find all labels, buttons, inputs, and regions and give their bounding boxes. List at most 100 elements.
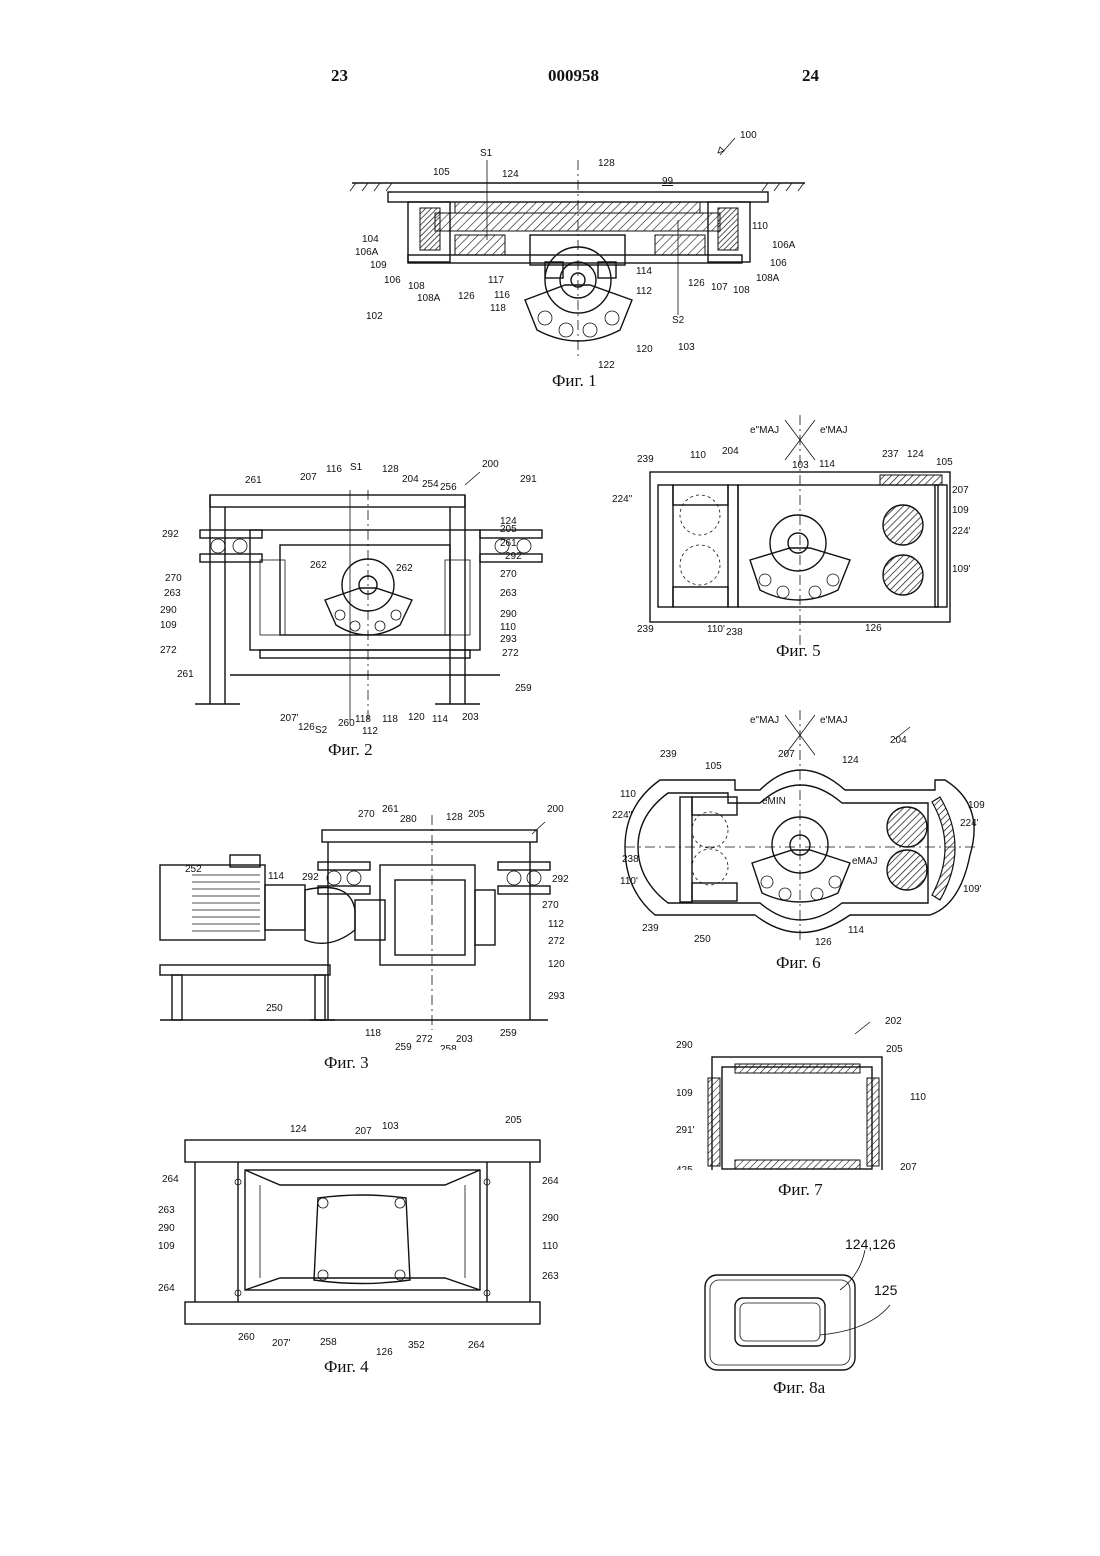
label: 250 [694, 934, 711, 945]
label: 250 [266, 1003, 283, 1014]
label: 205 [886, 1044, 903, 1055]
label: 239 [637, 624, 654, 635]
figure-5-caption: Фиг. 5 [776, 641, 821, 661]
label: 239 [660, 749, 677, 760]
label: 293 [548, 991, 565, 1002]
label: 200 [482, 459, 499, 470]
label: 224' [952, 526, 971, 537]
label: 122 [598, 360, 615, 371]
label: 106A [772, 240, 796, 251]
label: 112 [548, 919, 564, 930]
label: 124 [907, 449, 924, 460]
label: 293 [500, 634, 517, 645]
label: 200 [547, 804, 564, 815]
label: 258 [440, 1044, 457, 1050]
label: 264 [468, 1340, 485, 1351]
label: 109 [952, 505, 969, 516]
label: 120 [408, 712, 425, 723]
label: 272 [160, 645, 177, 656]
label: 260 [238, 1332, 255, 1343]
label: 261 [245, 475, 262, 486]
label: 207 [300, 472, 317, 483]
label: 117 [488, 275, 504, 286]
label: 261 [382, 804, 399, 815]
label: 252 [185, 864, 202, 875]
figure-3-labels: 200 270 261 128 205 280 252 114 292 292 … [150, 800, 590, 1050]
figure-4-labels: 205 124 207 103 264 264 263 290 290 109 … [150, 1110, 590, 1360]
label: 270 [358, 809, 375, 820]
label: 105 [433, 167, 450, 178]
label: 109' [963, 884, 982, 895]
label: 204 [402, 474, 419, 485]
label: 106 [384, 275, 401, 286]
figure-1-labels: 100 105 S1 124 128 99 110 104 106A 109 1… [0, 0, 1100, 400]
label: 224" [612, 494, 633, 505]
label: 263 [164, 588, 181, 599]
figure-6-labels: e"MAJ e'MAJ 204 239 105 207 124 110 eMIN… [610, 705, 990, 955]
label: 264 [162, 1174, 179, 1185]
label: 108A [756, 273, 780, 284]
label: 292 [552, 874, 569, 885]
label: 207 [778, 749, 795, 760]
label: 124,126 [845, 1236, 896, 1252]
label: 110 [500, 622, 516, 633]
label: 256 [440, 482, 457, 493]
label: 203 [456, 1034, 473, 1045]
label: 207 [900, 1162, 917, 1170]
label: e"MAJ [750, 715, 779, 726]
label: 352 [408, 1340, 425, 1351]
label: 102 [366, 311, 383, 322]
label: e'MAJ [820, 715, 847, 726]
label: 126 [865, 623, 882, 634]
label: 108 [733, 285, 750, 296]
label: 110 [910, 1092, 926, 1103]
label: eMIN [762, 796, 786, 807]
label: 103 [792, 460, 809, 471]
label: 292 [302, 872, 319, 883]
label: 128 [446, 812, 463, 823]
label: 114 [268, 871, 284, 882]
figure-2-caption: Фиг. 2 [328, 740, 373, 760]
label: 109' [952, 564, 971, 575]
figure-1-caption: Фиг. 1 [552, 371, 597, 391]
label: 110' [620, 876, 638, 887]
label: 124 [842, 755, 859, 766]
label: 259 [395, 1042, 412, 1050]
figure-5-labels: e"MAJ e'MAJ 239 110 204 103 114 237 124 … [610, 410, 990, 650]
label: 292 [162, 529, 179, 540]
label: 103 [382, 1121, 399, 1132]
label: 114 [636, 266, 652, 277]
figure-8a-caption: Фиг. 8а [773, 1378, 825, 1398]
label: 207 [355, 1126, 372, 1137]
label: eMAJ [852, 856, 878, 867]
label: 205 [468, 809, 485, 820]
label: 126 [298, 722, 315, 733]
label: 110 [620, 789, 636, 800]
label: 224' [960, 818, 979, 829]
label: 120 [548, 959, 565, 970]
label: 261 [500, 538, 517, 549]
label: 118 [382, 714, 398, 725]
label: 263 [158, 1205, 175, 1216]
label: 207' [280, 713, 299, 724]
label: 259 [515, 683, 532, 694]
label: 205 [505, 1115, 522, 1126]
label: 262 [396, 563, 413, 574]
label: 103 [678, 342, 695, 353]
label: 120 [636, 344, 653, 355]
label: 128 [382, 464, 399, 475]
label: 254 [422, 479, 439, 490]
figure-7-caption: Фиг. 7 [778, 1180, 823, 1200]
label: 126 [815, 937, 832, 948]
figure-2-labels: 200 261 207 116 S1 128 204 254 256 291 2… [150, 450, 550, 750]
label: 126 [688, 278, 705, 289]
label: 108 [408, 281, 425, 292]
label: 112 [636, 286, 652, 297]
label: 280 [400, 814, 417, 825]
label: 118 [355, 714, 371, 725]
figure-3-caption: Фиг. 3 [324, 1053, 369, 1073]
label: 238 [726, 627, 743, 638]
label: S2 [672, 315, 685, 326]
label: 128 [598, 158, 615, 169]
label: 118 [490, 303, 506, 314]
